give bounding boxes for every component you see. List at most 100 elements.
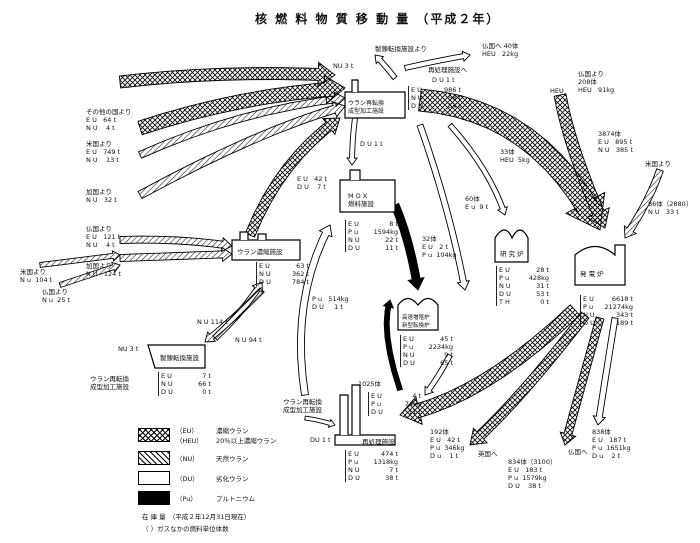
arrow-france-nu — [119, 235, 233, 253]
table-key: N U — [583, 311, 595, 319]
table-value: 7 t — [202, 372, 211, 380]
table-key: D U — [371, 408, 383, 416]
arrow-enrich-to-plant — [244, 117, 341, 238]
table-key: E U — [348, 220, 359, 228]
table-key: D U — [411, 102, 423, 110]
table-value: 58 t — [448, 94, 461, 102]
table-key: E U — [411, 86, 422, 94]
table-value: 6618 t — [611, 295, 633, 303]
table-row: N U 58 t — [411, 94, 461, 102]
table-key: E U — [403, 335, 414, 343]
label-to-uk: 英国へ — [478, 450, 498, 458]
table-value: 31 t — [536, 282, 549, 290]
legend-code: （DU） — [176, 475, 199, 483]
table-value: 38 t — [385, 474, 398, 482]
table-row: N U 31 t — [499, 282, 549, 290]
table-key: N U — [161, 380, 173, 388]
label-from-us-left2: 米国より N u 104 t — [20, 268, 53, 284]
table-value: 7 t — [389, 466, 398, 474]
table-value: 21274kg — [604, 303, 633, 311]
table-value: 428kg — [528, 274, 549, 282]
arrow-power-reproc — [399, 304, 581, 425]
label-mox: M O X 燃料施設 — [348, 192, 374, 208]
table-row: N U 66 t — [161, 380, 211, 388]
table-key: P u — [583, 303, 594, 311]
table-key: P u — [403, 343, 414, 351]
label-uran-plant-topleft: ウラン再転換 成型加工施設 — [283, 398, 322, 414]
label-du1t-bottom: DU 1 t — [310, 436, 331, 444]
table-key: P u — [348, 228, 359, 236]
table-key: D U — [259, 278, 271, 286]
label-from-france-top: 仏国より 208体 HEU 91kg — [578, 70, 615, 94]
label-from-canada: 加国より N U 32 t — [86, 188, 117, 204]
table-key: D U — [161, 388, 173, 396]
label-reprocessing: 再処理施設 — [362, 438, 395, 446]
legend-code: （Pu） — [176, 495, 197, 503]
flow-arrows — [39, 50, 664, 446]
table-key: D U — [583, 319, 595, 327]
table-key: N U — [411, 94, 423, 102]
table-row: E U 8 t — [348, 220, 398, 228]
arrow-canada — [137, 100, 346, 200]
arrow-us-eu — [137, 74, 346, 136]
arrow-seiren-top — [374, 54, 398, 81]
table-row: P u 428kg — [499, 274, 549, 282]
swatch-black — [138, 491, 170, 505]
table-row: N U 343 t — [583, 311, 633, 319]
facility-reprocessing — [334, 384, 396, 446]
facility-power-reactor — [574, 244, 626, 286]
table-value: 2234kg — [428, 343, 453, 351]
table-key: D U — [403, 359, 415, 367]
table-value: 66 t — [198, 380, 211, 388]
table-value: 8 t — [389, 220, 398, 228]
arrow-power-uk — [469, 311, 590, 446]
table-row: E U 6618 t — [583, 295, 633, 303]
table-value: 0 t — [202, 388, 211, 396]
label-heu5: 33体 HEU 5kg — [500, 148, 530, 164]
label-fbr: 高速増殖炉 新型転換炉 — [402, 315, 430, 329]
table-value: 1594kg — [373, 228, 398, 236]
legend-note: （ ）ガスなかの燃料単位体数 — [142, 525, 229, 533]
table-value: 474 t — [380, 450, 398, 458]
arrow-enrich-refining — [204, 287, 265, 343]
arrow-us-nu — [138, 91, 346, 159]
table-value: 1318kg — [373, 458, 398, 466]
label-nu94: N U 94 t — [235, 336, 262, 344]
arrow-plant-reproc — [304, 415, 336, 428]
table-value: 343 t — [615, 311, 633, 319]
table-value: 4 t — [412, 392, 421, 400]
arrow-other-countries — [118, 61, 336, 89]
label-other-countries: その他の国より E U 64 t N U 4 t — [86, 108, 132, 132]
arrow-mox-fbr — [390, 202, 425, 291]
table-key: E U — [583, 295, 594, 303]
legend-desc: 天然ウラン — [216, 455, 249, 463]
table-value: 362 t — [291, 270, 309, 278]
table-row: P u 1594kg — [348, 228, 398, 236]
label-3874: 3874体 E U 895 t N U 385 t — [598, 130, 633, 154]
label-saishori-he: 再処理施設へ — [428, 66, 467, 74]
table-value: 63 t — [296, 262, 309, 270]
facility-research-reactor — [494, 229, 529, 263]
table-value: 784 t — [291, 278, 309, 286]
legend-row-du: （DU） 劣化ウラン — [138, 471, 249, 485]
table-value: 11 t — [385, 244, 398, 252]
table-key: N U — [499, 282, 511, 290]
table-value: 986 t — [443, 86, 461, 94]
label-1025: 1025体 — [358, 380, 382, 388]
swatch-cross — [138, 428, 170, 442]
arrow-power-fr — [559, 316, 605, 446]
label-pu-du-mid: P u 514kg D U 1 t — [312, 295, 349, 311]
table-key: P u — [499, 274, 510, 282]
